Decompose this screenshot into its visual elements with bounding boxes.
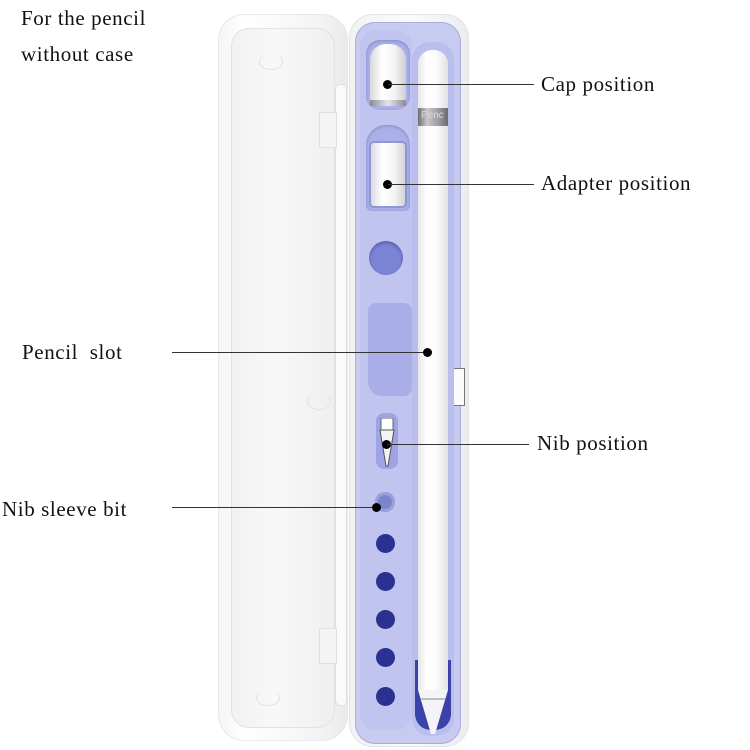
nib-dot — [382, 440, 391, 449]
label-pencil-slot: Pencil slot — [22, 340, 123, 364]
nib-leader — [387, 444, 529, 445]
nib-sleeve-leader — [172, 507, 378, 508]
round-well — [369, 241, 403, 275]
header-line-2: without case — [21, 42, 134, 66]
label-nib-sleeve-bit: Nib sleeve bit — [2, 497, 128, 521]
lid-hinge-rib — [335, 84, 347, 706]
pencil-slot-dot — [423, 348, 432, 357]
pencil-tip — [418, 690, 448, 734]
pencil-slot-leader — [172, 352, 426, 353]
case-lid-inner — [231, 28, 347, 728]
cap-leader — [388, 84, 534, 85]
label-nib-position: Nib position — [537, 431, 649, 455]
lightning-adapter[interactable] — [371, 143, 405, 206]
cap-dot — [383, 80, 392, 89]
pencil-band: Penc — [418, 108, 448, 126]
nib-hole — [376, 534, 395, 553]
apple-pencil[interactable] — [418, 50, 448, 690]
nib-hole — [376, 687, 395, 706]
label-cap-position: Cap position — [541, 72, 655, 96]
label-adapter-position: Adapter position — [541, 171, 692, 195]
cap-ring — [370, 100, 406, 106]
storage-well — [368, 303, 412, 396]
nib-hole — [376, 648, 395, 667]
lid-bump — [256, 690, 280, 706]
adapter-dot — [383, 180, 392, 189]
nib-hole — [376, 572, 395, 591]
lid-tab — [319, 112, 337, 148]
lid-bump — [307, 394, 331, 410]
nib-sleeve-dot — [372, 503, 381, 512]
pencil-cap[interactable] — [370, 44, 406, 102]
nib-hole — [376, 610, 395, 629]
header-line-1: For the pencil — [21, 6, 147, 30]
case-clasp[interactable] — [454, 368, 465, 406]
lid-tab — [319, 628, 337, 664]
lid-bump — [259, 54, 283, 70]
adapter-leader — [388, 184, 534, 185]
